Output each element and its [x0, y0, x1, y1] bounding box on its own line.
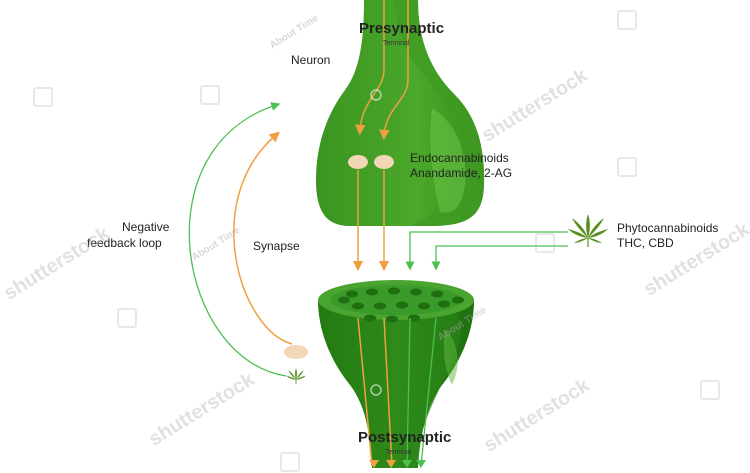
endocannabinoid-vesicle	[348, 155, 368, 169]
endocannabinoids-label: Endocannabinoids	[410, 151, 509, 165]
watermark-square	[200, 85, 220, 105]
watermark-square	[617, 157, 637, 177]
receptor-hole	[452, 296, 464, 304]
watermark-glyphs	[370, 89, 382, 396]
receptor-hole	[364, 314, 376, 322]
receptor-hole	[408, 314, 420, 322]
receptor-holes	[338, 287, 464, 323]
receptor-hole	[396, 301, 408, 309]
watermark-square	[280, 452, 300, 472]
receptor-hole	[418, 302, 430, 310]
watermark-square	[117, 308, 137, 328]
receptor-hole	[438, 300, 450, 308]
endocannabinoids-examples: Anandamide, 2-AG	[410, 166, 513, 180]
synapse-label: Synapse	[253, 239, 300, 253]
cannabis-leaf-icon	[286, 368, 306, 385]
receptor-hole	[338, 296, 350, 304]
presynaptic-title: Presynaptic	[359, 20, 445, 37]
phytocannabinoid-arrows	[188, 102, 568, 467]
neuron-label: Neuron	[291, 53, 331, 67]
presynaptic-subtitle: Terminal	[383, 40, 410, 47]
negative-feedback-line2: feedback loop	[87, 236, 162, 250]
receptor-hole	[386, 315, 398, 323]
watermark-square	[33, 87, 53, 107]
watermark-square	[700, 380, 720, 400]
vesicles	[284, 155, 394, 359]
endocannabinoid-arrows	[233, 0, 409, 467]
feedback-vesicle	[284, 345, 308, 359]
cannabis-leaf-icon	[568, 214, 608, 247]
receptor-hole	[346, 290, 358, 298]
receptor-hole	[410, 288, 422, 296]
phytocannabinoids-label: Phytocannabinoids	[617, 221, 719, 235]
receptor-hole	[374, 302, 386, 310]
receptor-hole	[352, 302, 364, 310]
watermark-square	[535, 233, 555, 253]
postsynaptic-title: Postsynaptic	[358, 429, 452, 446]
negative-feedback-line1: Negative	[122, 220, 170, 234]
watermark-square	[617, 10, 637, 30]
phytocannabinoids-examples: THC, CBD	[617, 236, 674, 250]
receptor-hole	[366, 288, 378, 296]
receptor-hole	[431, 290, 443, 298]
postsynaptic-subtitle: Terminal	[385, 449, 412, 456]
receptor-hole	[388, 287, 400, 295]
endocannabinoid-vesicle	[374, 155, 394, 169]
presynaptic-neuron	[316, 0, 485, 226]
